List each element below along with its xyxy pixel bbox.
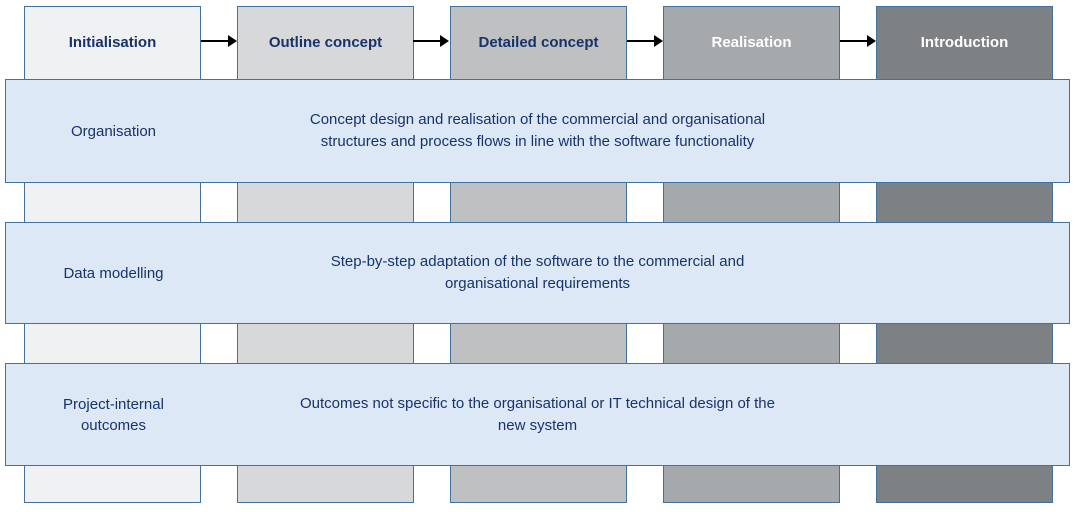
- arrow-line: [627, 40, 657, 42]
- row-band-organisation: Organisation Concept design and realisat…: [5, 79, 1070, 183]
- row-label-project-internal-outcomes: Project-internal outcomes: [63, 395, 164, 434]
- phase-label-realisation: Realisation: [711, 34, 792, 51]
- row-band-project-internal-outcomes: Project-internal outcomes Outcomes not s…: [5, 363, 1070, 466]
- arrow-head: [867, 35, 876, 47]
- phase-label-outline-concept: Outline concept: [268, 34, 383, 51]
- arrow-line: [201, 40, 231, 42]
- arrow-head: [654, 35, 663, 47]
- arrow-line: [413, 40, 443, 42]
- arrow-head: [440, 35, 449, 47]
- flow-arrow-icon: [201, 33, 237, 49]
- arrow-head: [228, 35, 237, 47]
- phase-label-detailed-concept: Detailed concept: [478, 34, 599, 51]
- row-description-project-internal-outcomes: Outcomes not specific to the organisatio…: [300, 394, 775, 434]
- row-description-data-modelling: Step-by-step adaptation of the software …: [330, 253, 745, 292]
- arrow-line: [840, 40, 870, 42]
- phase-label-introduction: Introduction: [920, 34, 1009, 51]
- flow-arrow-icon: [627, 33, 663, 49]
- row-label-data-modelling: Data modelling: [63, 264, 164, 282]
- flow-arrow-icon: [413, 33, 449, 49]
- row-band-data-modelling: Data modelling Step-by-step adaptation o…: [5, 222, 1070, 324]
- flow-arrow-icon: [840, 33, 876, 49]
- row-label-organisation: Organisation: [70, 122, 157, 140]
- row-description-organisation: Concept design and realisation of the co…: [309, 111, 766, 150]
- phase-label-initialisation: Initialisation: [68, 34, 157, 51]
